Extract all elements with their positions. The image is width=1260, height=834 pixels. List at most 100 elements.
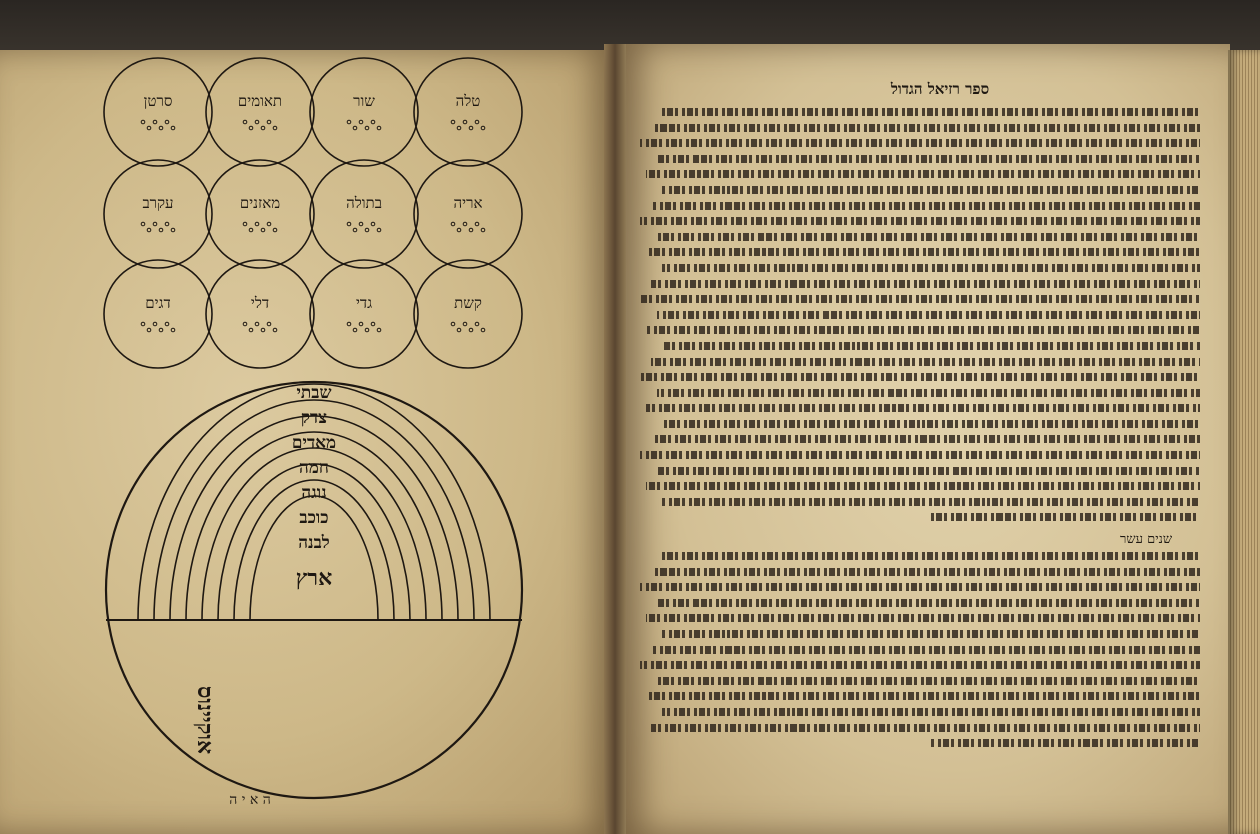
ink-stroke [651, 645, 1200, 654]
star-dot [370, 221, 376, 227]
ink-stroke [640, 583, 1200, 592]
text-line [640, 260, 1200, 276]
ink-stroke [656, 466, 1200, 475]
planet-sphere-arc [153, 399, 475, 621]
ink-stroke [640, 661, 1200, 670]
star-dot [266, 321, 272, 327]
zodiac-sign-label: אריה [454, 194, 483, 212]
star-dot [480, 227, 486, 233]
star-dot [358, 119, 364, 125]
star-dot [260, 327, 266, 333]
planet-sphere-arc [233, 479, 395, 621]
planet-label: צדק [301, 408, 327, 428]
ink-stroke [662, 552, 1200, 560]
star-dot [352, 327, 358, 333]
text-line [640, 338, 1200, 354]
ink-stroke [651, 279, 1200, 288]
ink-stroke [645, 692, 1200, 701]
star-dot [266, 119, 272, 125]
zodiac-sign-label: תאומים [238, 92, 282, 110]
star-dot [272, 327, 278, 333]
star-dot [474, 119, 480, 125]
ink-stroke [645, 326, 1200, 335]
star-dot [346, 321, 352, 327]
star-dot [164, 119, 170, 125]
text-line [640, 595, 1200, 611]
star-dot [462, 221, 468, 227]
star-dot [266, 221, 272, 227]
star-dot [450, 221, 456, 227]
star-dot [450, 119, 456, 125]
text-line [640, 354, 1200, 370]
text-line [640, 431, 1200, 447]
zodiac-sign-label: מאזנים [240, 194, 280, 212]
star-dot [260, 125, 266, 131]
running-head: ספר רזיאל הגדול [890, 80, 990, 98]
star-dot [146, 125, 152, 131]
star-dot [254, 221, 260, 227]
star-dot [474, 321, 480, 327]
text-line [640, 720, 1200, 736]
text-line [640, 198, 1200, 214]
star-dot [242, 321, 248, 327]
ink-stroke [640, 295, 1200, 304]
zodiac-circle [103, 259, 213, 369]
ink-stroke [931, 739, 1200, 748]
text-line [640, 579, 1200, 595]
star-dot [370, 119, 376, 125]
ink-stroke [662, 263, 1200, 272]
ink-stroke [640, 217, 1200, 226]
ink-stroke [656, 388, 1200, 397]
ink-stroke [651, 123, 1200, 132]
star-dot [474, 221, 480, 227]
text-line [640, 494, 1200, 510]
ink-stroke [662, 185, 1200, 194]
zodiac-sign-label: בתולה [346, 194, 382, 212]
star-dot [364, 227, 370, 233]
ink-stroke [662, 108, 1200, 116]
planet-label: כוכב [299, 508, 328, 528]
star-dot [376, 125, 382, 131]
ink-stroke [662, 707, 1200, 716]
planet-label: נוגה [301, 483, 326, 503]
star-dot [140, 321, 146, 327]
star-dot [480, 327, 486, 333]
star-dot [376, 327, 382, 333]
text-line [640, 400, 1200, 416]
ink-stroke [640, 451, 1200, 460]
text-line [640, 735, 1200, 751]
text-line [640, 673, 1200, 689]
star-dot [346, 221, 352, 227]
ink-stroke [645, 404, 1200, 413]
zodiac-sign-label: דלי [251, 294, 269, 312]
ink-stroke [645, 482, 1200, 491]
star-dot [456, 125, 462, 131]
planet-sphere-arc [201, 447, 427, 621]
text-line [640, 509, 1200, 525]
text-line [640, 104, 1200, 120]
zodiac-circle [205, 259, 315, 369]
star-dot [242, 119, 248, 125]
planet-label: לבנה [298, 533, 329, 553]
star-dot [248, 125, 254, 131]
star-dot [146, 327, 152, 333]
star-dot [164, 321, 170, 327]
zodiac-sign-label: עקרב [142, 194, 173, 212]
text-line [640, 229, 1200, 245]
star-dot [152, 321, 158, 327]
text-line [640, 182, 1200, 198]
cosmology-diagram: טלהשורתאומיםסרטןאריהבתולהמאזניםעקרבקשתגד… [103, 57, 524, 808]
star-dot [254, 321, 260, 327]
text-line [640, 688, 1200, 704]
text-line [640, 120, 1200, 136]
ink-stroke [656, 598, 1200, 607]
star-dot [358, 321, 364, 327]
subsection-heading: שנים עשר [1120, 532, 1173, 547]
star-dot [456, 227, 462, 233]
text-lines-lower [640, 548, 1200, 751]
star-dot [140, 221, 146, 227]
text-line [640, 447, 1200, 463]
text-line [640, 166, 1200, 182]
zodiac-sign-label: סרטן [144, 92, 173, 110]
